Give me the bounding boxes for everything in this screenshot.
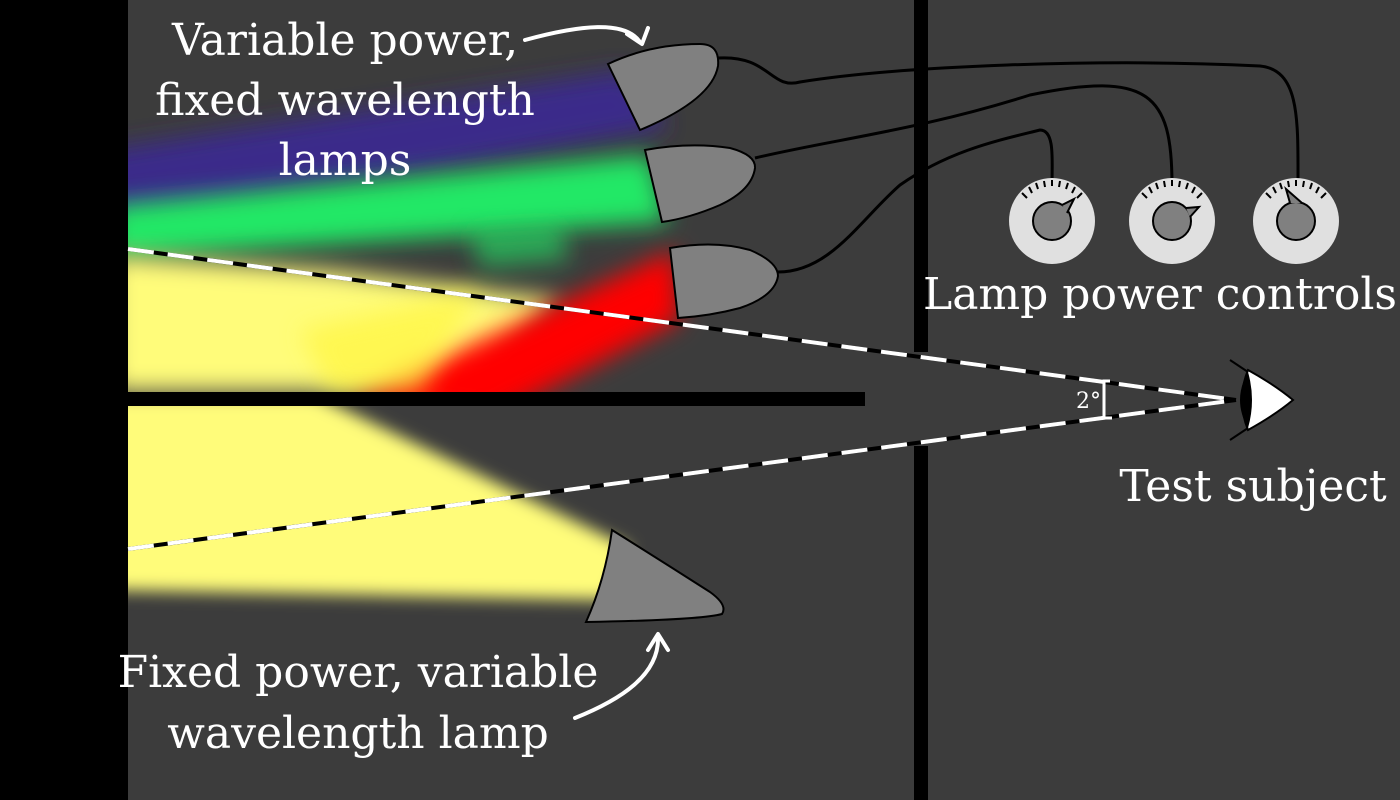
angle-bracket — [1102, 379, 1112, 420]
arrow-bottom — [573, 634, 661, 720]
eye-icon — [1229, 359, 1295, 441]
curved-arrow-icon — [523, 25, 670, 720]
angle-label: 2° — [1076, 389, 1101, 414]
top-lamps-label-line2: fixed wavelength — [155, 75, 535, 126]
beam-yellow-lower — [128, 406, 630, 600]
beam-overlap-green — [470, 225, 570, 268]
top-lamps-label-line1: Variable power, — [171, 15, 518, 66]
cable-3 — [777, 128, 1054, 274]
lamp-red — [668, 243, 780, 320]
lamp-green — [643, 144, 757, 224]
bottom-lamp-label-line1: Fixed power, variable — [118, 647, 599, 698]
control-knob-icon — [1009, 178, 1339, 264]
horizontal-divider — [128, 392, 865, 406]
beam-overlap-yellow — [300, 290, 480, 392]
control-cables — [717, 56, 1300, 274]
cable-2 — [754, 84, 1174, 186]
lamp-variable-wavelength — [584, 528, 725, 624]
subject-label: Test subject — [1119, 461, 1387, 512]
beam-red — [367, 250, 680, 392]
beam-blue — [128, 70, 668, 225]
vertical-wall-lower — [914, 446, 928, 800]
sightlines — [127, 247, 1237, 551]
top-lamps-label-line3: lamps — [279, 135, 412, 186]
knob-2[interactable] — [1129, 178, 1215, 264]
upper-beams — [128, 70, 680, 392]
vertical-wall-upper — [914, 0, 928, 352]
cable-1 — [717, 56, 1300, 186]
arrow-top — [523, 25, 642, 44]
bottom-lamp-label-line2: wavelength lamp — [167, 708, 549, 759]
lower-beams — [128, 406, 630, 600]
knob-3[interactable] — [1253, 178, 1339, 264]
lamp-icon — [584, 42, 780, 624]
arrow-top-head — [625, 26, 650, 46]
arrow-bottom-head — [646, 632, 670, 652]
lamp-blue — [606, 42, 720, 132]
sightline-lower — [127, 398, 1237, 551]
knob-1[interactable] — [1009, 178, 1095, 264]
controls-label: Lamp power controls — [923, 269, 1397, 320]
sightline-upper — [127, 247, 1237, 402]
beam-green — [128, 155, 668, 257]
